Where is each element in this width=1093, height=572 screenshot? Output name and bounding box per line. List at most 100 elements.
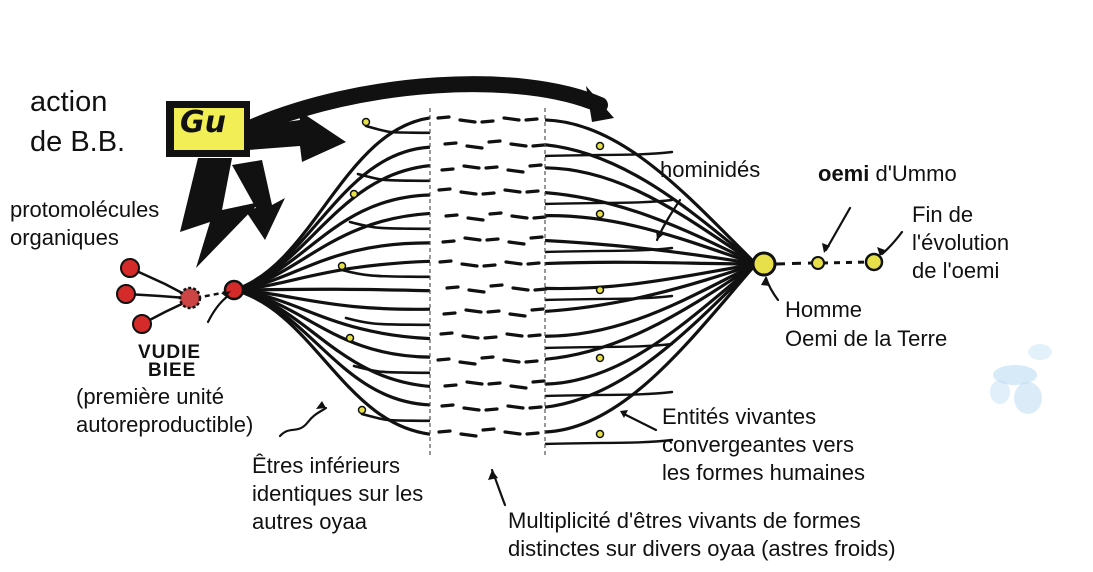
middle-dash — [461, 434, 476, 436]
middle-dash — [506, 262, 521, 264]
middle-dash — [530, 407, 541, 408]
protomolecules-label-line2: organiques — [10, 224, 119, 251]
middle-dash — [505, 190, 520, 192]
lower-beings-label-line3: autres oyaa — [252, 508, 367, 535]
homme-terre-node — [753, 253, 775, 275]
vudie-biee-cluster — [180, 288, 200, 308]
oemi-ummo-node — [812, 257, 824, 269]
middle-dash — [528, 263, 539, 264]
middle-dash — [440, 261, 451, 262]
action-label-line2: de B.B. — [30, 124, 125, 160]
branch-line — [358, 174, 440, 181]
branch-node — [597, 287, 604, 294]
middle-dash — [532, 309, 543, 310]
tree-left-branches — [234, 117, 440, 435]
converging-entities-label-line3: les formes humaines — [662, 459, 865, 486]
middle-dash — [460, 362, 475, 364]
middle-dash — [512, 216, 527, 218]
branch-node — [339, 263, 346, 270]
ummo-text: d'Ummo — [869, 161, 956, 186]
branch-node — [351, 191, 358, 198]
middle-dash — [439, 189, 450, 190]
branch-node — [359, 407, 366, 414]
tree-middle-dashes — [438, 117, 546, 436]
middle-dash — [485, 337, 496, 338]
branch-line — [545, 248, 672, 252]
middle-dash — [511, 144, 526, 146]
vudie-label-line2: BIEE — [148, 360, 196, 382]
branch-line — [535, 216, 756, 264]
middle-dash — [460, 120, 475, 122]
middle-dash — [526, 361, 537, 362]
evolution-end-node — [866, 254, 882, 270]
evolution-end-label-line3: de l'oemi — [912, 257, 999, 284]
middle-dash — [462, 264, 477, 266]
gu-box-label: Gu — [180, 109, 226, 136]
middle-dash — [482, 357, 493, 358]
branch-line — [535, 262, 756, 264]
middle-dash — [443, 241, 454, 242]
middle-dash — [527, 191, 538, 192]
lower-beings-label-line2: identiques sur les — [252, 480, 423, 507]
branch-line — [234, 289, 440, 291]
branch-node — [597, 431, 604, 438]
middle-dash — [505, 432, 520, 434]
branch-node — [597, 211, 604, 218]
branch-line — [545, 200, 672, 204]
middle-dash — [469, 290, 484, 292]
middle-dash — [447, 287, 458, 288]
middle-dash — [467, 382, 482, 384]
middle-dash — [486, 409, 497, 410]
middle-dash — [464, 408, 479, 410]
middle-dash — [511, 386, 526, 388]
branch-node — [363, 119, 370, 126]
branch-line — [545, 440, 672, 444]
middle-dash — [491, 285, 502, 286]
action-label-line1: action — [30, 84, 107, 120]
middle-dash — [490, 213, 501, 214]
middle-dash — [489, 141, 500, 142]
middle-dash — [484, 265, 495, 266]
middle-dash — [533, 145, 544, 146]
branch-line — [234, 290, 440, 405]
middle-dash — [463, 336, 478, 338]
middle-dash — [483, 193, 494, 194]
middle-dash — [441, 333, 452, 334]
middle-dash — [529, 335, 540, 336]
first-unit-label-line2: autoreproductible) — [76, 411, 253, 438]
middle-dash — [445, 385, 456, 386]
middle-dash — [488, 311, 499, 312]
hominids-label: hominidés — [660, 156, 760, 183]
branch-line — [346, 318, 440, 325]
multiplicity-label-line2: distinctes sur divers oyaa (astres froid… — [508, 535, 896, 562]
middle-dash — [533, 381, 544, 382]
middle-dash — [442, 405, 453, 406]
first-unit-label-line1: (première unité — [76, 383, 224, 410]
middle-dash — [487, 239, 498, 240]
evolution-end-label-line1: Fin de — [912, 201, 973, 228]
middle-dash — [509, 242, 524, 244]
middle-dash — [461, 192, 476, 194]
middle-dash — [467, 146, 482, 148]
middle-dash — [482, 121, 493, 122]
middle-dash — [445, 143, 456, 144]
middle-dash — [483, 429, 494, 430]
middle-dash — [486, 167, 497, 168]
middle-dash — [446, 215, 457, 216]
middle-dash — [508, 170, 523, 172]
zone-dividers — [430, 108, 545, 455]
middle-dash — [504, 118, 519, 120]
blue-smudge — [990, 344, 1052, 414]
middle-dash — [530, 165, 541, 166]
middle-dash — [468, 218, 483, 220]
middle-dash — [438, 117, 449, 118]
branch-node — [597, 143, 604, 150]
multiplicity-label-line1: Multiplicité d'êtres vivants de formes — [508, 507, 861, 534]
converging-entities-label-line2: convergeantes vers — [662, 431, 854, 458]
middle-dash — [489, 383, 500, 384]
middle-dash — [527, 433, 538, 434]
converging-entities-label-line1: Entités vivantes — [662, 403, 816, 430]
branch-line — [362, 414, 440, 421]
protomolecule-node — [117, 285, 135, 303]
protomolecule-node — [121, 259, 139, 277]
